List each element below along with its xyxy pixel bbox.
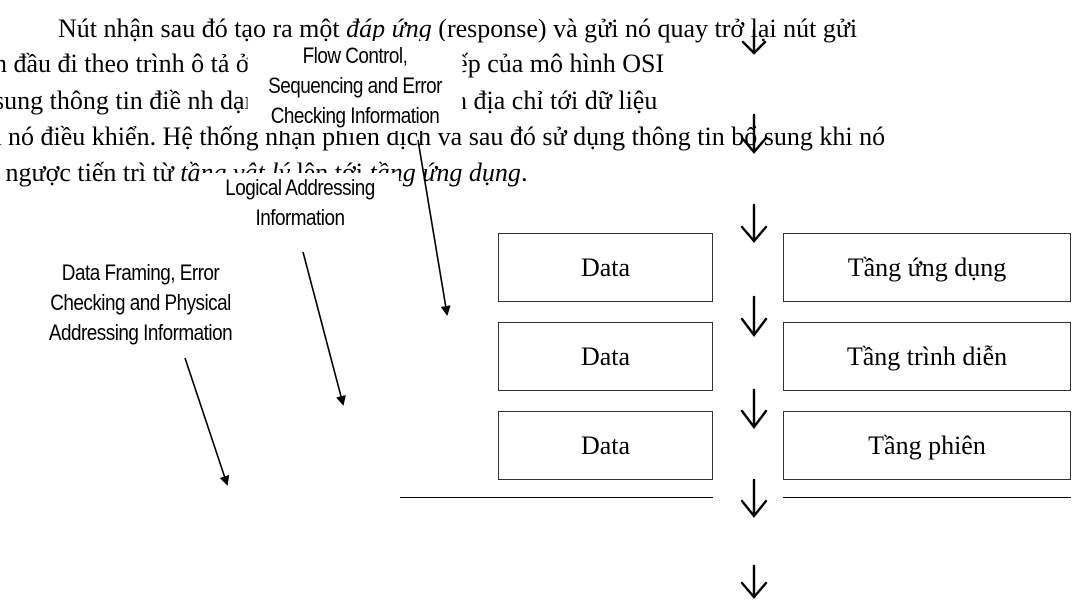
layer-box-application: Tầng ứng dụng [783,233,1071,302]
label-logical-addressing: Logical Addressing Information [201,173,399,233]
layer-box-presentation: Tầng trình diễn [783,322,1071,391]
label-flow-control: Flow Control, Sequencing and Error Check… [247,41,463,131]
down-arrow-6 [740,478,768,518]
down-arrow-4 [740,295,768,337]
text-run: (response) và gửi nó quay trở lại nút gử… [431,14,858,43]
text-run: . [520,158,528,187]
paragraph-line-1: Nút nhận sau đó tạo ra một đáp ứng (resp… [58,12,857,46]
down-arrow-5 [740,388,768,429]
data-box-1: Data [498,233,713,302]
label-line: Sequencing and Error [268,73,442,98]
label-data-framing: Data Framing, Error Checking and Physica… [26,258,255,348]
right-divider-line [783,497,1071,498]
data-box-2: Data [498,322,713,391]
label-line: Data Framing, Error [61,260,220,285]
left-divider-line [400,497,713,498]
label-line: Checking and Physical [50,290,231,315]
down-arrow-3 [740,203,768,243]
pointer-arrow-framing [184,357,230,486]
label-line: Information [255,205,345,230]
layer-box-session: Tầng phiên [783,411,1071,480]
italic-term: đáp ứng [346,14,432,43]
text-run: Nút nhận sau đó tạo ra một [58,14,347,43]
data-box-3: Data [498,411,713,480]
pointer-arrow-logical [302,251,346,406]
down-arrow-7 [740,564,768,599]
label-line: Addressing Information [48,320,233,345]
label-line: Flow Control, [302,43,408,68]
label-line: Checking Information [270,103,440,128]
label-line: Logical Addressing [225,175,375,200]
text-run: o ngược tiến trì từ [0,158,181,187]
